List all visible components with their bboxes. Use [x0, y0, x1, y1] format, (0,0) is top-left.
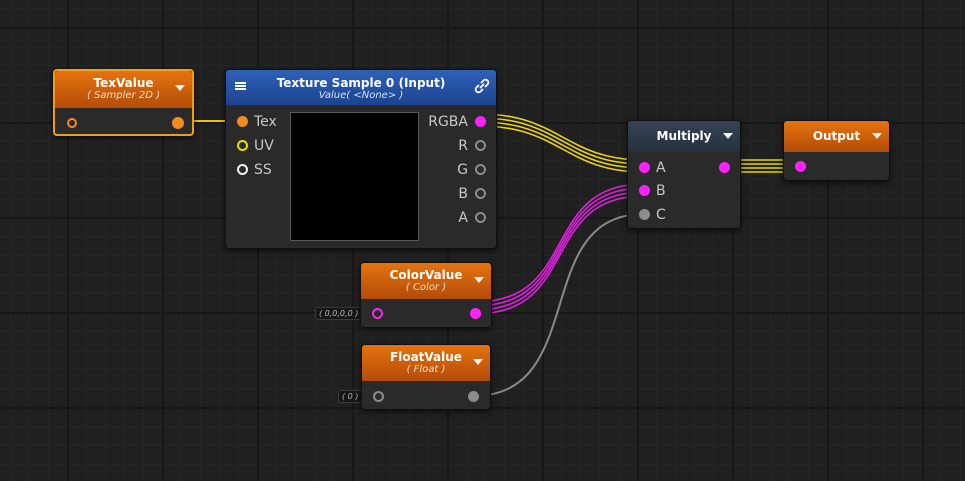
floatvalue-title: FloatValue	[390, 350, 462, 364]
colorvalue-title: ColorValue	[389, 268, 463, 282]
colorvalue-header[interactable]: ColorValue ( Color )	[361, 263, 491, 299]
r-output-label: R	[458, 138, 468, 154]
texture-preview	[290, 112, 419, 241]
texvalue-title: TexValue	[93, 76, 154, 90]
b-output-label: B	[458, 186, 468, 202]
uv-input-label: UV	[254, 138, 274, 154]
texvalue-subtitle: ( Sampler 2D )	[86, 90, 160, 101]
output-node[interactable]: Output	[783, 120, 890, 181]
texture-sample-subtitle: Value( <None> )	[318, 90, 404, 101]
rgba-output-label: RGBA	[428, 114, 468, 130]
link-icon[interactable]	[473, 77, 491, 95]
multiply-a-label: A	[656, 160, 666, 176]
dropdown-triangle-icon[interactable]	[175, 85, 185, 91]
tex-input-port[interactable]	[237, 116, 248, 127]
texture-sample-header[interactable]: Texture Sample 0 (Input) Value( <None> )	[226, 70, 496, 105]
floatvalue-node[interactable]: FloatValue ( Float )	[361, 344, 491, 410]
multiply-node[interactable]: Multiply A B C	[627, 120, 741, 229]
b-output-port[interactable]	[475, 188, 486, 199]
ss-input-label: SS	[254, 162, 272, 178]
colorvalue-input-port[interactable]	[372, 308, 383, 319]
texvalue-output-port[interactable]	[172, 117, 184, 129]
wire-color-to-multiply-b[interactable]	[474, 183, 645, 315]
hamburger-menu-icon[interactable]	[235, 82, 246, 90]
color-default-value[interactable]: ( 0,0,0,0 )	[315, 307, 363, 320]
colorvalue-output-port[interactable]	[470, 308, 481, 319]
texvalue-input-port[interactable]	[67, 118, 77, 128]
output-input-port[interactable]	[795, 161, 806, 172]
output-title: Output	[812, 129, 861, 143]
multiply-b-input-port[interactable]	[639, 185, 650, 196]
colorvalue-subtitle: ( Color )	[405, 282, 447, 293]
multiply-c-label: C	[656, 207, 666, 223]
r-output-port[interactable]	[475, 140, 486, 151]
multiply-b-label: B	[656, 183, 666, 199]
a-output-label: A	[458, 210, 468, 226]
uv-input-port[interactable]	[237, 140, 248, 151]
multiply-c-input-port[interactable]	[639, 209, 650, 220]
g-output-port[interactable]	[475, 164, 486, 175]
tex-input-label: Tex	[254, 114, 277, 130]
texture-sample-title: Texture Sample 0 (Input)	[276, 76, 446, 90]
wire-rgba-to-multiply-a[interactable]	[479, 113, 645, 173]
texvalue-node[interactable]: TexValue ( Sampler 2D )	[53, 69, 194, 136]
floatvalue-subtitle: ( Float )	[406, 364, 446, 375]
floatvalue-input-port[interactable]	[373, 391, 384, 402]
multiply-header[interactable]: Multiply	[628, 121, 740, 152]
dropdown-triangle-icon[interactable]	[872, 133, 882, 139]
texvalue-header[interactable]: TexValue ( Sampler 2D )	[55, 71, 192, 108]
dropdown-triangle-icon[interactable]	[723, 133, 733, 139]
rgba-output-port[interactable]	[475, 116, 486, 127]
multiply-a-input-port[interactable]	[639, 162, 650, 173]
float-default-value[interactable]: ( 0 )	[338, 390, 363, 403]
dropdown-triangle-icon[interactable]	[473, 359, 483, 365]
a-output-port[interactable]	[475, 212, 486, 223]
dropdown-triangle-icon[interactable]	[474, 277, 484, 283]
output-header[interactable]: Output	[784, 121, 889, 152]
g-output-label: G	[457, 162, 468, 178]
wire-float-to-multiply-c[interactable]	[472, 213, 645, 397]
ss-input-port[interactable]	[237, 164, 248, 175]
floatvalue-header[interactable]: FloatValue ( Float )	[362, 345, 490, 381]
multiply-output-port[interactable]	[719, 162, 730, 173]
texture-sample-node[interactable]: Texture Sample 0 (Input) Value( <None> )…	[225, 69, 497, 249]
multiply-title: Multiply	[656, 129, 712, 143]
colorvalue-node[interactable]: ColorValue ( Color )	[360, 262, 492, 328]
floatvalue-output-port[interactable]	[468, 391, 479, 402]
